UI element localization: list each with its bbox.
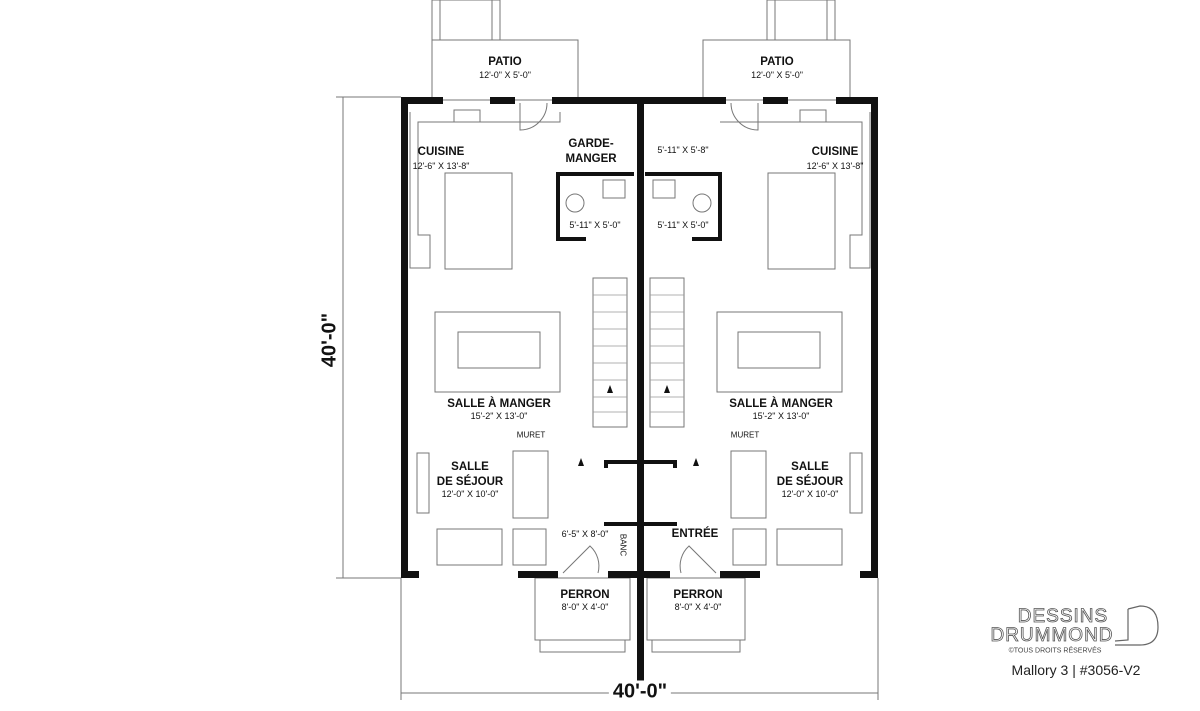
- room-size-porch-right: 8'-0" X 4'-0": [674, 602, 722, 612]
- room-name-patio-left: PATIO: [488, 56, 522, 68]
- room-size-living-right: 12'-0" X 10'-0": [781, 489, 839, 499]
- model-label: Mallory 3 | #3056-V2: [1011, 662, 1141, 678]
- wall-right: [871, 97, 878, 578]
- kitchen-island-right: [767, 172, 836, 270]
- room-size-porch-left: 8'-0" X 4'-0": [561, 602, 609, 612]
- room-name-living-right-2: DE SÉJOUR: [776, 476, 844, 488]
- muret-label-left: MURET: [516, 430, 546, 440]
- wall-left: [401, 97, 408, 578]
- room-name-living-left-2: DE SÉJOUR: [436, 476, 504, 488]
- sofa-left: [512, 450, 549, 519]
- room-size-entry-left: 6'-5" X 8'-0": [561, 529, 609, 539]
- room-size-pantry-right: 5'-11" X 5'-8": [657, 145, 709, 155]
- brand-name-line2: DRUMMOND: [990, 625, 1114, 647]
- bench-label: BANC: [618, 533, 628, 557]
- room-name-living-left-1: SALLE: [451, 461, 489, 473]
- room-size-kitchen-left: 12'-6" X 13'-8": [412, 161, 470, 171]
- room-name-patio-right: PATIO: [760, 56, 794, 68]
- depth-dimension-label: 40'-0": [318, 312, 341, 368]
- room-size-living-left: 12'-0" X 10'-0": [441, 489, 499, 499]
- room-size-kitchen-right: 12'-6" X 13'-8": [806, 161, 864, 171]
- stairs-left: [592, 277, 628, 428]
- muret-label-right: MURET: [730, 430, 760, 440]
- room-name-kitchen-left: CUISINE: [417, 146, 465, 158]
- brand-copyright: ©TOUS DROITS RÉSERVÉS: [1008, 647, 1102, 655]
- room-name-porch-left: PERRON: [560, 589, 610, 601]
- sofa-right: [730, 450, 767, 519]
- brand-name-line1: DESSINS: [1017, 606, 1109, 628]
- room-name-dining-left: SALLE À MANGER: [447, 398, 551, 410]
- room-size-bathroom-right: 5'-11" X 5'-0": [657, 220, 709, 230]
- room-size-bathroom-left: 5'-11" X 5'-0": [569, 220, 621, 230]
- stairs-right: [649, 277, 685, 428]
- room-name-living-right-1: SALLE: [791, 461, 829, 473]
- patio-steps-right: [766, 0, 836, 41]
- room-size-dining-left: 15'-2" X 13'-0": [470, 411, 528, 421]
- room-name-pantry-left: GARDE-MANGER: [565, 138, 617, 165]
- dining-table-left: [434, 311, 561, 393]
- room-name-entry-right: ENTRÉE: [671, 528, 719, 540]
- room-size-patio-left: 12'-0" X 5'-0": [479, 70, 531, 80]
- wall-party: [637, 97, 644, 690]
- room-name-porch-right: PERRON: [673, 589, 723, 601]
- room-size-dining-right: 15'-2" X 13'-0": [752, 411, 810, 421]
- patio-steps-left: [431, 0, 501, 41]
- dining-table-right: [716, 311, 843, 393]
- room-size-patio-right: 12'-0" X 5'-0": [751, 70, 803, 80]
- brand-logo-mark: [1114, 605, 1159, 646]
- kitchen-island-left: [444, 172, 513, 270]
- room-name-kitchen-right: CUISINE: [811, 146, 859, 158]
- room-name-dining-right: SALLE À MANGER: [729, 398, 833, 410]
- width-dimension-label: 40'-0": [608, 680, 672, 704]
